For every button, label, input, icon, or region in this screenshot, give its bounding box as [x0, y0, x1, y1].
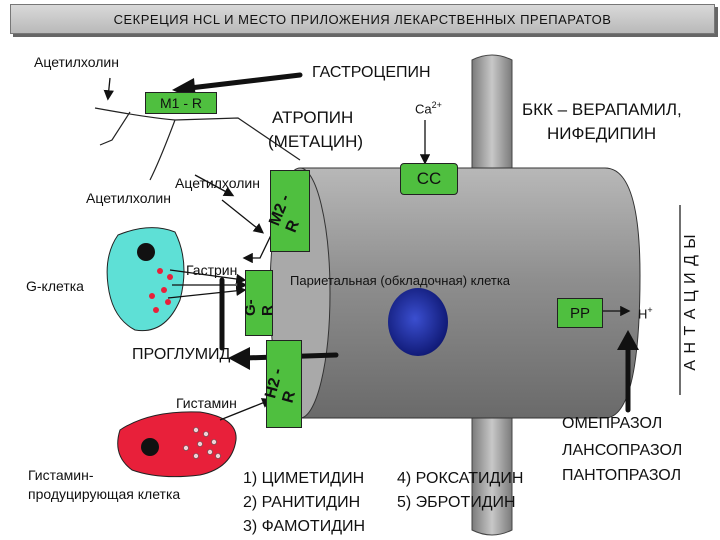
hydrogen-ion-label: H+ [638, 305, 653, 321]
acetylcholine-top: Ацетилхолин [34, 54, 119, 70]
calcium-charge: 2+ [431, 100, 442, 110]
m2-receptor: M2 - R [266, 170, 310, 252]
title-bar: СЕКРЕЦИЯ HCL И МЕСТО ПРИЛОЖЕНИЯ ЛЕКАРСТВ… [10, 4, 715, 34]
g-receptor-label: G-R [242, 299, 276, 316]
histamine-cell [117, 411, 237, 478]
atropine-label: АТРОПИН [272, 108, 354, 127]
ccb-line-1: БКК – ВЕРАПАМИЛ, [522, 100, 682, 119]
drug-1: 1) ЦИМЕТИДИН [243, 470, 365, 487]
gastrocepin-label: ГАСТРОЦЕПИН [312, 64, 431, 81]
calcium-text: Ca [415, 101, 432, 117]
neuron [94, 107, 301, 181]
g-cell-label: G-клетка [26, 278, 84, 294]
metacin-label: (МЕТАЦИН) [268, 132, 364, 151]
ccb-line-2: НИФЕДИПИН [547, 124, 657, 143]
g-cell [106, 227, 185, 332]
acetylcholine-mid-1: Ацетилхолин [175, 175, 260, 191]
m2-receptor-label: M2 - R [266, 192, 303, 235]
proglumide-label: ПРОГЛУМИД [132, 346, 231, 363]
omeprazole-label: ОМЕПРАЗОЛ [562, 415, 663, 432]
hydrogen-charge: + [647, 305, 653, 315]
cc-label: CC [416, 169, 442, 188]
antacids-label: А Н Т А Ц И Д Ы [682, 233, 699, 371]
histamine-label: Гистамин [176, 395, 237, 411]
pp-label: PP [569, 304, 590, 322]
gastrin-label: Гастрин [186, 262, 238, 278]
histamine-cell-label-2: продуцирующая клетка [28, 486, 181, 502]
nucleus [388, 288, 448, 356]
g-receptor: G-R [242, 270, 276, 336]
histamine-cell-label-1: Гистамин- [28, 467, 94, 483]
page-title: СЕКРЕЦИЯ HCL И МЕСТО ПРИЛОЖЕНИЯ ЛЕКАРСТВ… [113, 11, 612, 27]
pp-pump: PP [557, 298, 603, 328]
pantoprazole-label: ПАНТОПРАЗОЛ [562, 467, 682, 484]
acetylcholine-mid-2: Ацетилхолин [86, 190, 171, 206]
calcium-label: Ca2+ [415, 100, 442, 116]
parietal-cell-label: Париетальная (обкладочная) клетка [290, 273, 511, 288]
lansoprazole-label: ЛАНСОПРАЗОЛ [562, 442, 683, 459]
cc-channel: CC [400, 163, 458, 195]
m1-receptor: M1 - R [145, 92, 217, 114]
m1-receptor-label: M1 - R [160, 95, 202, 111]
antacids-label-wrap: А Н Т А Ц И Д Ы [679, 207, 703, 397]
drug-3: 3) ФАМОТИДИН [243, 518, 366, 535]
h2-receptor-label: H2 - R [262, 366, 300, 405]
drug-2: 2) РАНИТИДИН [243, 494, 361, 511]
drug-5: 5) ЭБРОТИДИН [397, 494, 516, 511]
hydrogen-text: H [638, 306, 648, 322]
parietal-cell-body [299, 167, 641, 419]
drug-4: 4) РОКСАТИДИН [397, 470, 524, 487]
h2-receptor: H2 - R [262, 340, 302, 428]
